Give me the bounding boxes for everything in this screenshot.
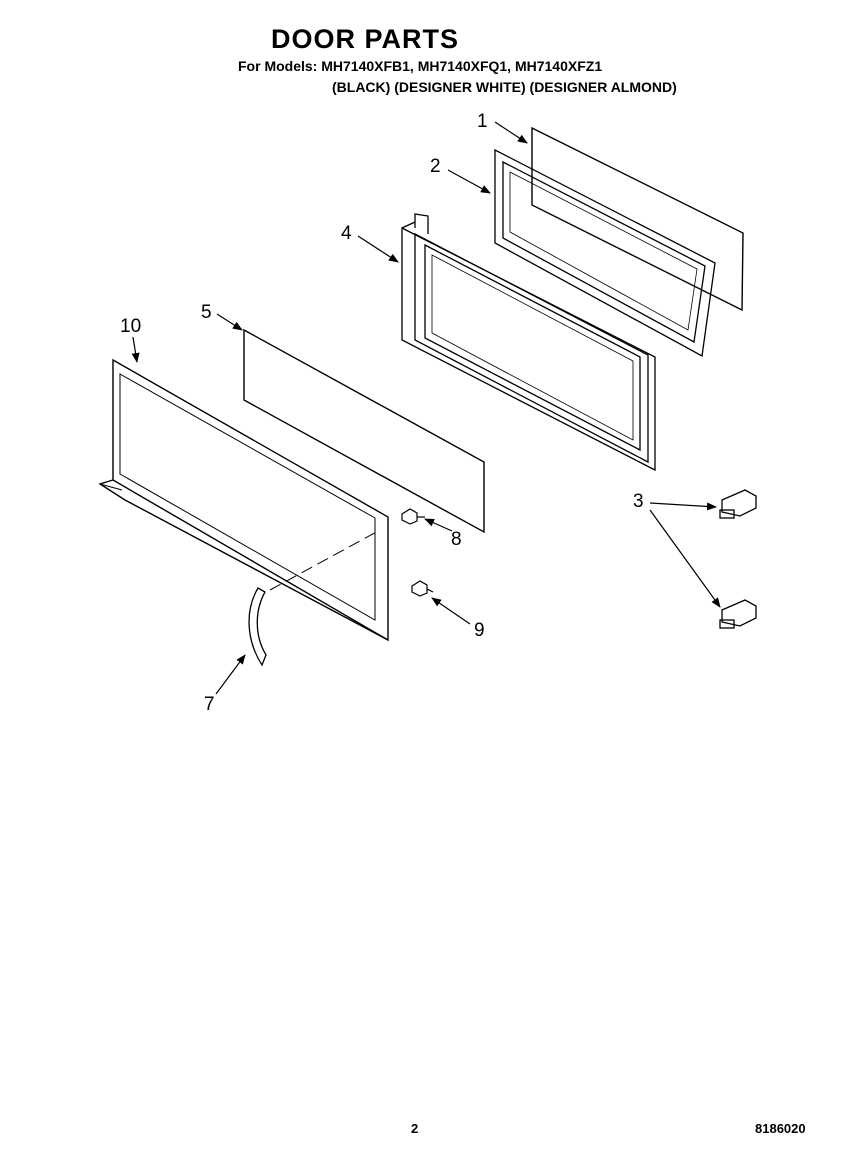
leader-9: [431, 597, 471, 625]
leader-1: [494, 121, 528, 144]
leader-arrows: [131, 121, 721, 695]
part-8-screw: [401, 508, 425, 525]
callout-10: 10: [120, 316, 141, 337]
part-9-screw: [411, 580, 434, 597]
callout-4: 4: [341, 223, 352, 244]
part-3-hinge-upper: [719, 489, 757, 519]
document-number: 8186020: [755, 1121, 806, 1136]
models-line: For Models: MH7140XFB1, MH7140XFQ1, MH71…: [238, 58, 603, 74]
part-7-handle: [248, 587, 267, 667]
callout-1: 1: [477, 111, 488, 132]
leader-8: [424, 518, 453, 532]
part-4-inner-door-frame: [401, 213, 656, 472]
leader-2: [447, 169, 491, 194]
assembly-dashed-line: [269, 529, 381, 591]
leader-7: [215, 654, 246, 695]
callout-5: 5: [201, 302, 212, 323]
leader-3b: [649, 509, 721, 608]
part-5-glass-panel: [243, 328, 485, 534]
part-10-outer-door: [98, 358, 389, 642]
callout-8: 8: [451, 529, 462, 550]
callout-2: 2: [430, 156, 441, 177]
page-number: 2: [411, 1121, 419, 1136]
part-2-inner-frame: [494, 148, 716, 358]
leader-4: [357, 235, 399, 263]
part-3-hinge-lower: [719, 599, 757, 629]
page-title: DOOR PARTS: [0, 24, 848, 55]
leader-10: [131, 336, 140, 363]
callout-7: 7: [204, 694, 215, 715]
leader-3a: [649, 502, 717, 511]
callout-9: 9: [474, 620, 485, 641]
page-title-text: DOOR PARTS: [270, 24, 459, 54]
colors-line: (BLACK) (DESIGNER WHITE) (DESIGNER ALMON…: [332, 79, 677, 95]
leader-5: [216, 313, 243, 331]
part-1-glass-panel: [531, 126, 744, 312]
callout-3: 3: [633, 491, 644, 512]
